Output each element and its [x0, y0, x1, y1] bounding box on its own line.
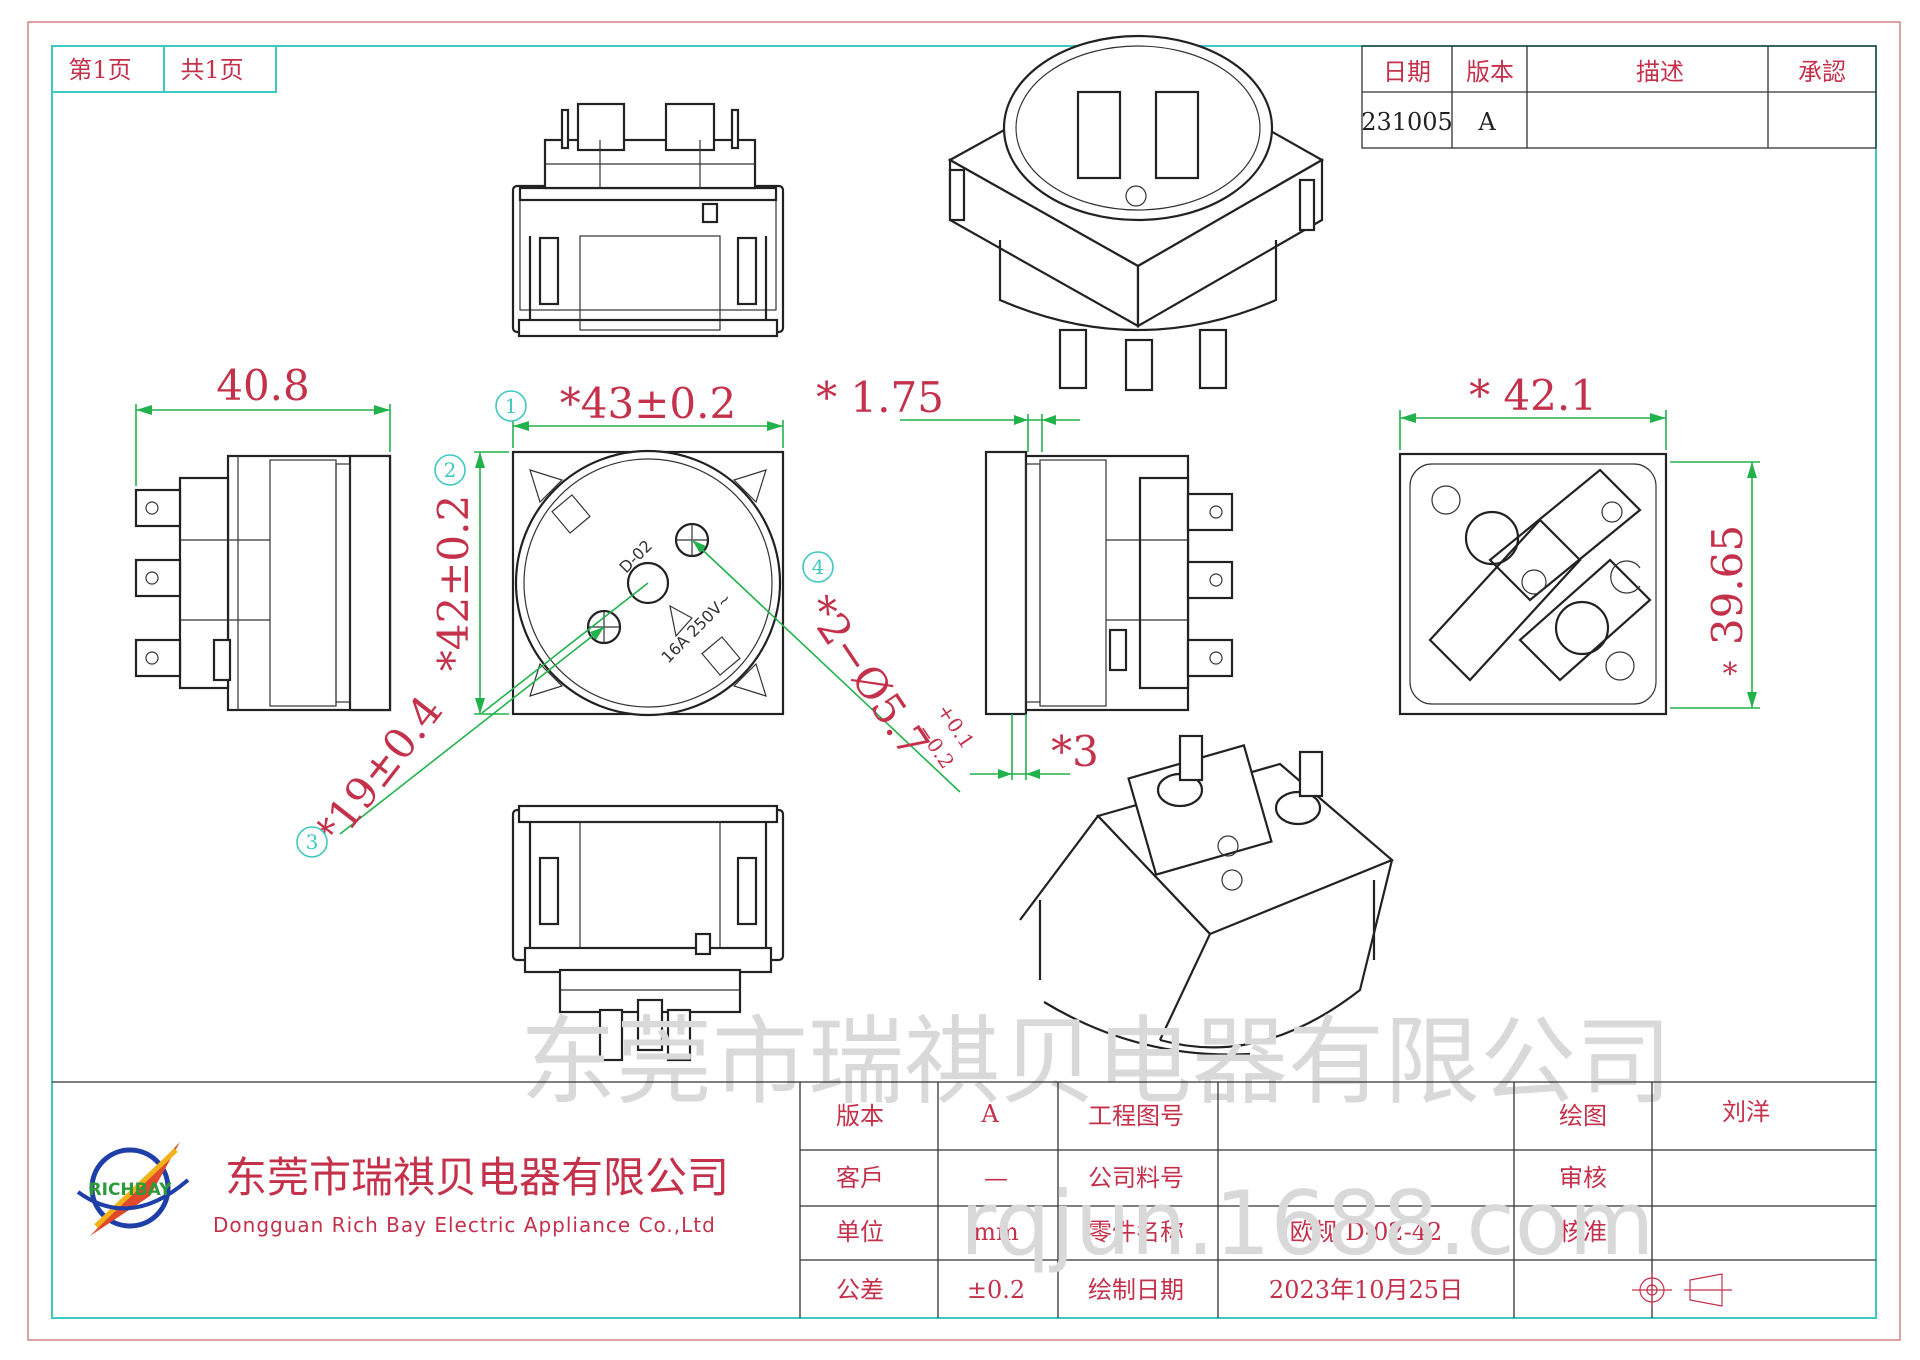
left-side-view	[134, 454, 392, 712]
front-view: D-02 16A 250V~	[511, 449, 785, 717]
projection-symbol-icon	[1632, 1272, 1732, 1308]
inner-border	[51, 45, 1877, 1319]
logo-text: RICHBAY	[89, 1180, 173, 1200]
top-view	[511, 102, 785, 338]
back-width-dimension: * 42.1	[1399, 371, 1667, 450]
watermark-company: 东莞市瑞祺贝电器有限公司	[520, 1006, 1672, 1118]
front-width-dimension: *43±0.2	[512, 379, 784, 448]
tb-label-part-no: 公司料号	[1088, 1164, 1184, 1192]
dim-back-width: * 42.1	[1469, 371, 1597, 420]
tb-value-drawn-by: 刘洋	[1722, 1098, 1770, 1126]
balloon-2: 2	[434, 454, 466, 486]
balloon-1: 1	[495, 390, 527, 422]
tb-label-draw-date: 绘制日期	[1088, 1276, 1184, 1304]
dim-diagonal-19: *19±0.4	[305, 686, 452, 855]
side-dimension-3: *3	[970, 714, 1099, 780]
isometric-view-top	[947, 34, 1325, 392]
balloon-3: 3	[296, 826, 328, 858]
tb-value-draw-date: 2023年10月25日	[1269, 1276, 1463, 1304]
company-logo: RICHBAY	[76, 1142, 190, 1236]
page-total: 共1页	[180, 56, 243, 84]
tb-label-review: 审核	[1559, 1164, 1607, 1192]
svg-text:1: 1	[505, 394, 518, 418]
bottom-view	[511, 804, 785, 1062]
dim-left-width: 40.8	[216, 361, 310, 410]
side-dimension-175: * 1.75	[816, 373, 1080, 452]
outer-border	[27, 21, 1901, 1341]
tb-label-drawing-no: 工程图号	[1088, 1102, 1184, 1130]
tb-value-tolerance: ±0.2	[967, 1276, 1025, 1304]
dim-front-height: *42±0.2	[429, 495, 478, 671]
dim-side-3: *3	[1051, 727, 1099, 776]
tb-label-version: 版本	[836, 1102, 884, 1130]
back-view	[1398, 452, 1668, 716]
tb-value-unit: mm	[973, 1218, 1019, 1246]
dim-side-175: * 1.75	[816, 373, 944, 422]
page-number: 第1页	[68, 56, 131, 84]
isometric-view-bottom	[1019, 734, 1395, 1056]
revision-table: 日期 版本 描述 承認 231005 A	[1361, 45, 1877, 149]
watermark-site: rqjun.1688.com	[960, 1172, 1654, 1275]
rev-header-date: 日期	[1383, 58, 1431, 86]
svg-text:2: 2	[444, 458, 457, 482]
tb-value-part-name: 欧规 D-02-42	[1290, 1218, 1443, 1246]
rev-header-approval: 承認	[1798, 58, 1846, 86]
tb-label-tolerance: 公差	[836, 1276, 884, 1304]
dim-back-height: 39.65	[1703, 525, 1752, 645]
svg-text:3: 3	[306, 830, 319, 854]
dim-front-width: *43±0.2	[560, 379, 736, 428]
rev-version: A	[1477, 108, 1496, 136]
tb-label-customer: 客戶	[836, 1164, 884, 1192]
tb-label-approve: 核准	[1559, 1218, 1607, 1246]
right-side-view	[984, 450, 1234, 716]
dim-back-height-star: *	[1723, 657, 1738, 692]
svg-text:4: 4	[812, 555, 825, 579]
tb-label-unit: 单位	[836, 1218, 884, 1246]
tb-value-customer: —	[984, 1164, 1008, 1192]
rev-header-description: 描述	[1636, 58, 1684, 86]
title-block: 版本 A 工程图号 绘图 刘洋 客戶 — 公司料号 审核 单位 mm 零件名称 …	[52, 1081, 1876, 1318]
company-name-en: Dongguan Rich Bay Electric Appliance Co.…	[213, 1213, 716, 1237]
tb-value-version: A	[980, 1100, 999, 1128]
rev-header-version: 版本	[1466, 58, 1514, 86]
tb-label-drawn-by: 绘图	[1559, 1102, 1607, 1130]
tb-label-part-name: 零件名称	[1088, 1218, 1184, 1246]
left-width-dimension: 40.8	[135, 361, 391, 486]
front-height-dimension: *42±0.2	[429, 451, 509, 715]
rev-date: 231005	[1361, 108, 1453, 136]
page-header: 第1页 共1页	[51, 45, 277, 93]
company-name-cn: 东莞市瑞祺贝电器有限公司	[225, 1153, 729, 1202]
back-height-dimension: 39.65 *	[1670, 461, 1760, 709]
balloon-4: 4	[802, 551, 834, 583]
